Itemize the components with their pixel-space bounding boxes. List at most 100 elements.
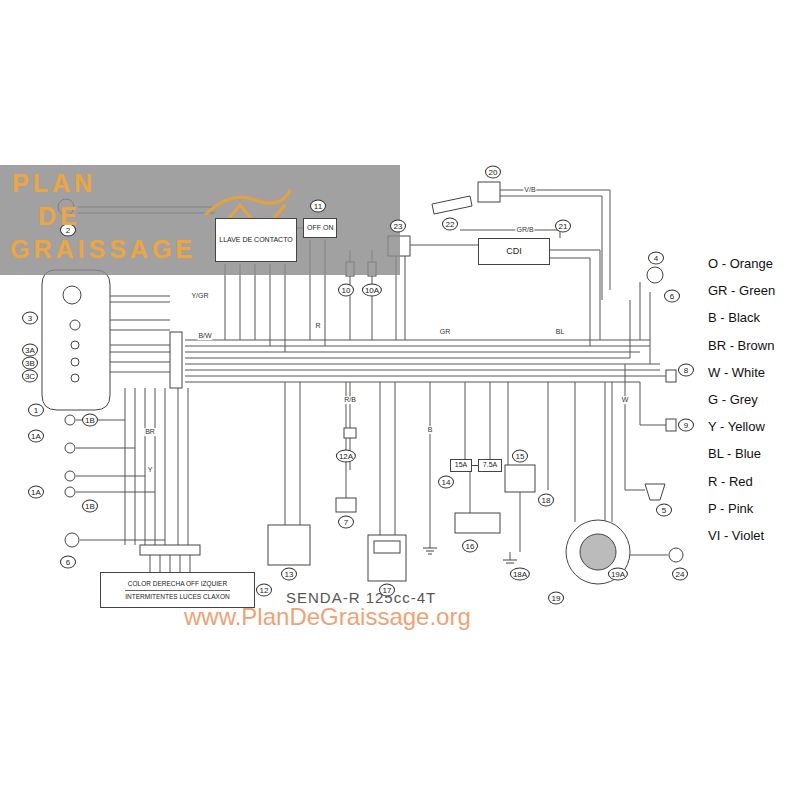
- callout-number: 4: [648, 252, 664, 265]
- legend-entry: O - Orange: [708, 257, 773, 271]
- fuse-box: 7.5A: [478, 459, 502, 472]
- bulb-symbol: [65, 533, 79, 547]
- callout-number: 1: [28, 404, 44, 417]
- switch-table: OFF ON: [303, 218, 337, 238]
- wire-color-code: GR/B: [515, 226, 534, 234]
- callout-number: 11: [310, 200, 326, 213]
- callout-number: 23: [390, 220, 406, 233]
- wire-color-code: BL: [555, 328, 566, 336]
- bulb-symbol: [65, 415, 75, 425]
- node-text: 15A: [455, 461, 467, 469]
- wire-color-code: Y: [147, 466, 154, 474]
- wire-color-code: R/B: [343, 396, 357, 404]
- legend-entry: BR - Brown: [708, 339, 774, 353]
- callout-number: 16: [462, 540, 478, 553]
- callout-number: 3C: [22, 370, 38, 383]
- legend-entry: B - Black: [708, 311, 760, 325]
- starter-motor: [368, 535, 406, 581]
- wire-color-code: R: [314, 322, 321, 330]
- callout-number: 10: [338, 284, 354, 297]
- horn-box: [336, 498, 356, 512]
- dash-wires: [110, 296, 170, 372]
- wire-color-code: B: [427, 426, 434, 434]
- watermark-ground: [0, 165, 400, 275]
- callout-number: 6: [60, 556, 76, 569]
- relay-symbol: [505, 465, 535, 492]
- callout-number: 13: [281, 568, 297, 581]
- node-text: COLOR DERECHA OFF IZQUIER: [128, 580, 227, 587]
- callout-number: 15: [512, 450, 528, 463]
- ignition-coil: [478, 182, 500, 202]
- callout-number: 10A: [362, 284, 382, 297]
- indicator-lamp: [71, 374, 79, 382]
- watermark-text: PLAN: [12, 170, 96, 198]
- regulator-symbol: [268, 525, 310, 565]
- front-harness: [125, 388, 190, 572]
- callout-number: 8: [678, 364, 694, 377]
- indicator-lamp: [63, 286, 81, 304]
- callout-number: 1A: [28, 486, 44, 499]
- callout-number: 3: [22, 312, 38, 325]
- indicator-lamp: [71, 358, 79, 366]
- callout-number: 9: [678, 419, 694, 432]
- watermark-text: GRAISSAGE: [10, 236, 196, 264]
- legend-entry: R - Red: [708, 475, 753, 489]
- horn-symbol: [645, 484, 665, 500]
- wire-color-code: BR: [144, 428, 156, 436]
- battery-symbol: [455, 513, 500, 533]
- cdi-box: CDI: [478, 238, 550, 265]
- generator-symbol: [566, 520, 630, 584]
- instrument-panel: [42, 270, 110, 410]
- lamp-symbol: [669, 548, 683, 562]
- middle-wires: [285, 382, 612, 560]
- callout-number: 6: [664, 290, 680, 303]
- callout-number: 24: [672, 568, 688, 581]
- node-text: CDI: [506, 246, 522, 256]
- legend-entry: BL - Blue: [708, 447, 761, 461]
- legend-entry: Y - Yellow: [708, 420, 765, 434]
- callout-number: 3A: [22, 344, 38, 357]
- node-text: OFF ON: [307, 224, 333, 232]
- indicator-lamp: [71, 341, 79, 349]
- callout-number: 20: [485, 166, 501, 179]
- legend-entry: VI - Violet: [708, 529, 764, 543]
- node-text: 7.5A: [483, 461, 497, 469]
- lamp-symbol: [647, 267, 663, 283]
- main-harness: [185, 340, 660, 382]
- callout-number: 5: [656, 504, 672, 517]
- callout-number: 1B: [82, 500, 98, 513]
- wire-color-code: Y/GR: [190, 292, 209, 300]
- legend-entry: GR - Green: [708, 284, 775, 298]
- switch-combination-table: COLOR DERECHA OFF IZQUIERINTERMITENTES L…: [100, 572, 255, 608]
- wire-color-code: B/W: [197, 332, 212, 340]
- legend-entry: P - Pink: [708, 502, 753, 516]
- callout-number: 7: [338, 516, 354, 529]
- callout-number: 1A: [28, 430, 44, 443]
- lamp-wires: [76, 420, 165, 540]
- bulb-symbol: [65, 443, 75, 453]
- indicator-lamp: [70, 320, 80, 330]
- front-connector: [140, 545, 200, 555]
- switch-symbol: [666, 419, 676, 431]
- switch-table: LLAVE DE CONTACTO: [215, 218, 297, 262]
- starter-coil: [374, 541, 400, 553]
- node-text: LLAVE DE CONTACTO: [219, 236, 293, 244]
- legend-entry: G - Grey: [708, 393, 758, 407]
- callout-number: 18A: [510, 568, 530, 581]
- callout-number: 17: [379, 584, 395, 597]
- callout-number: 12: [256, 584, 272, 597]
- harness-connector: [170, 332, 182, 388]
- callout-number: 12A: [336, 450, 356, 463]
- switch-symbol: [344, 428, 356, 438]
- callout-number: 1B: [82, 414, 98, 427]
- callout-number: 22: [442, 218, 458, 231]
- callout-number: 19: [548, 592, 564, 605]
- watermark-text: DE: [38, 203, 81, 231]
- bulb-symbol: [65, 487, 75, 497]
- callout-number: 3B: [22, 357, 38, 370]
- wire-color-code: W: [621, 396, 630, 404]
